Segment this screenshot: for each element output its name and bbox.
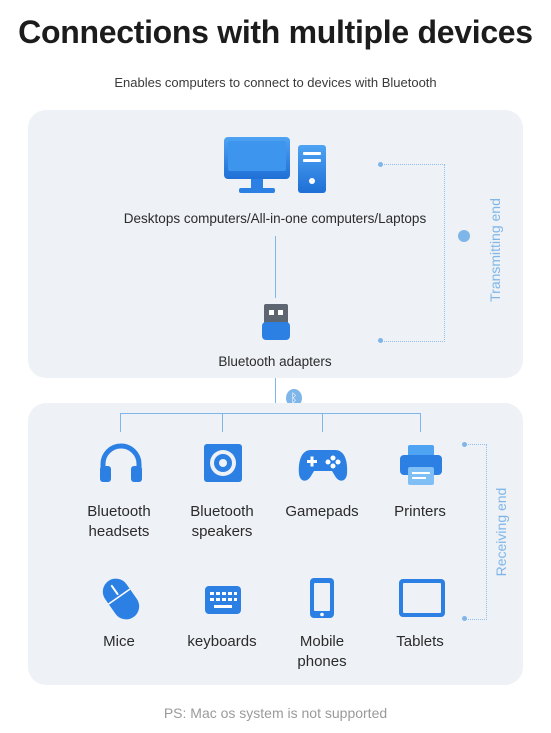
receiving-bracket <box>466 444 487 620</box>
distribution-line <box>120 413 420 414</box>
connector-computer-adapter <box>275 236 276 298</box>
bracket-dot-bottom <box>378 338 383 343</box>
page-title: Connections with multiple devices <box>18 14 533 50</box>
transmitting-bracket <box>382 164 445 342</box>
usb-adapter-icon <box>262 304 290 340</box>
connector-adapter-devices <box>275 378 276 414</box>
desktop-computer-icon <box>224 137 326 193</box>
device-label-keyboards: keyboards <box>187 633 257 650</box>
printer-icon <box>400 445 442 485</box>
keyboard-icon <box>205 586 241 614</box>
transmitting-side-label: Transmitting end <box>487 198 503 302</box>
receiving-dot-bottom <box>462 616 467 621</box>
drop-line-3 <box>322 413 323 432</box>
device-label-mobile-phones: Mobile phones <box>297 633 347 670</box>
gamepad-icon <box>298 450 348 481</box>
footnote: PS: Mac os system is not supported <box>163 705 388 721</box>
device-label-headsets: Bluetooth headsets <box>87 503 151 540</box>
receiving-dot-top <box>462 442 467 447</box>
device-label-mice: Mice <box>103 633 135 650</box>
page-subtitle: Enables computers to connect to devices … <box>114 75 437 90</box>
bracket-node <box>458 230 470 242</box>
device-label-speakers: Bluetooth speakers <box>190 503 254 540</box>
device-label-tablets: Tablets <box>396 633 444 650</box>
bracket-dot-top <box>378 162 383 167</box>
computer-label: Desktops computers/All-in-one computers/… <box>123 211 427 226</box>
drop-line-1 <box>120 413 121 432</box>
drop-line-2 <box>222 413 223 432</box>
mouse-icon <box>102 578 140 620</box>
mobile-phone-icon <box>310 578 334 618</box>
receiving-side-label: Receiving end <box>493 487 509 577</box>
drop-line-4 <box>420 413 421 432</box>
device-label-printers: Printers <box>394 503 446 520</box>
speaker-icon <box>204 444 242 482</box>
bluetooth-icon: ᛒ <box>286 389 302 407</box>
headphones-icon <box>100 443 142 482</box>
device-label-gamepads: Gamepads <box>285 503 359 520</box>
adapter-label: Bluetooth adapters <box>218 354 332 369</box>
tablet-icon <box>399 579 445 617</box>
